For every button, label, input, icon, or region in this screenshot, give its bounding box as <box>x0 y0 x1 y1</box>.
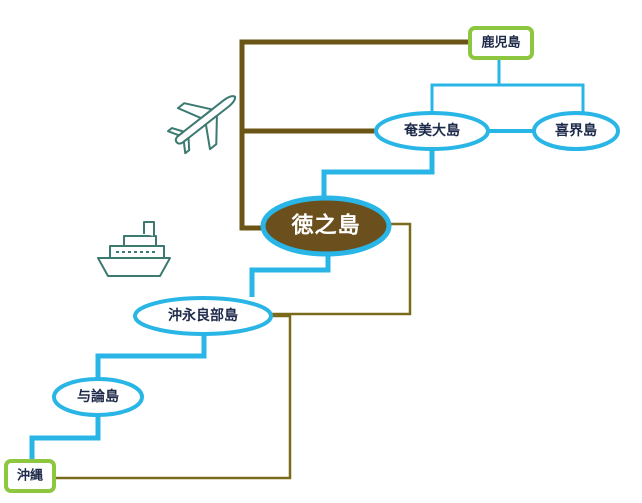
node-kikai <box>532 111 620 151</box>
label-kikai: 喜界島 <box>555 122 597 139</box>
air-route-kagoshima-tokunoshima <box>239 39 470 231</box>
node-tokunoshima <box>260 195 392 257</box>
label-kagoshima: 鹿児島 <box>481 35 520 51</box>
sea-route-amami-tokunoshima <box>321 148 435 198</box>
label-okinoerabu: 沖永良部島 <box>168 307 238 324</box>
airplane-icon <box>167 95 237 155</box>
label-okinawa: 沖縄 <box>17 468 43 484</box>
sea-route-tokunoshima-okinoerabu <box>249 252 331 297</box>
node-yoron <box>52 377 144 417</box>
node-okinawa <box>4 459 56 493</box>
sea-route-kagoshima-branch <box>430 58 585 114</box>
node-kagoshima <box>468 26 534 60</box>
sea-route-okinoerabu-yoron <box>95 333 207 378</box>
air-route-tokunoshima-okinoerabu <box>270 222 412 316</box>
label-amami: 奄美大島 <box>404 122 460 139</box>
ferry-ship-icon <box>97 221 171 277</box>
node-amami <box>374 111 490 151</box>
label-tokunoshima: 徳之島 <box>290 213 360 239</box>
air-route-okinoerabu-okinawa <box>50 314 292 480</box>
label-yoron: 与論島 <box>77 388 119 405</box>
node-okinoerabu <box>133 296 273 336</box>
sea-route-yoron-okinawa <box>29 415 101 460</box>
